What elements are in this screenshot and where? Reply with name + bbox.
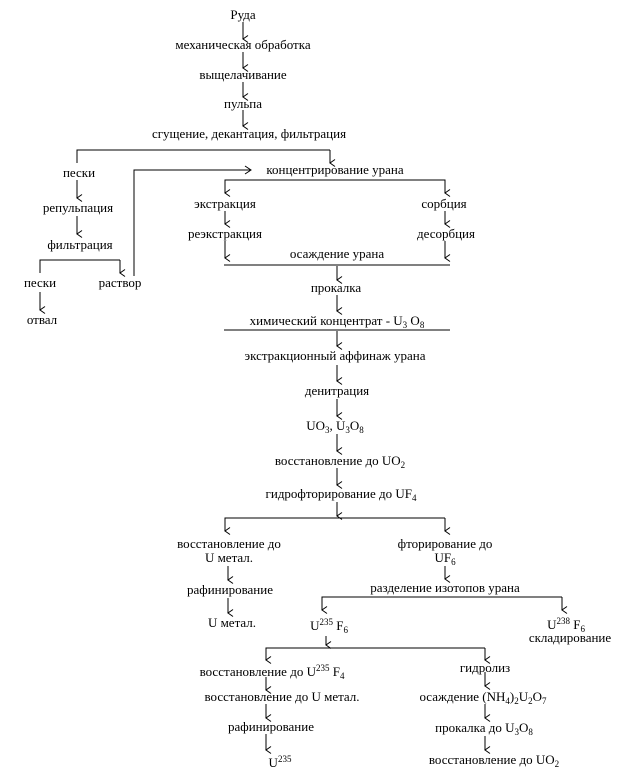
node-waste-dump: отвал <box>26 312 58 327</box>
node-refining-2: рафинирование <box>228 719 314 734</box>
node-sorption: сорбция <box>421 196 467 211</box>
node-ammonium-diuranate-precipitation: осаждение (NH4)2U2O7 <box>419 689 547 706</box>
node-pulp: пульпа <box>223 96 263 111</box>
node-ore: Руда <box>230 7 256 22</box>
node-sands-2: пески <box>23 275 57 290</box>
node-reduction-to-u235-f4: восстановление до U235 F4 <box>199 663 345 681</box>
node-reextraction: реэкстракция <box>188 226 262 241</box>
node-solution: раствор <box>98 275 142 290</box>
node-calcination-to-u3o8: прокалка до U3O8 <box>435 720 533 737</box>
node-storage: складирование <box>528 630 612 645</box>
node-chemical-concentrate: химический концентрат - U3 O8 <box>249 313 425 330</box>
node-extraction: экстракция <box>194 196 256 211</box>
node-leaching: выщелачивание <box>199 67 287 82</box>
node-denitration: денитрация <box>304 383 370 398</box>
node-u238-f6: U238 F6 <box>547 616 585 634</box>
node-isotope-separation: разделение изотопов урана <box>370 580 520 595</box>
node-desorption: десорбция <box>417 226 475 241</box>
node-uranium-metal: U метал. <box>207 615 257 630</box>
node-u235-product: U235 <box>268 754 292 770</box>
node-uo3-u3o8: UO3, U3O8 <box>306 418 364 435</box>
node-mechanical-processing: механическая обработка <box>175 37 311 52</box>
node-extraction-refining: экстракционный аффинаж урана <box>244 348 426 363</box>
node-filtration: фильтрация <box>47 237 113 252</box>
node-uranium-precipitation: осаждение урана <box>289 246 385 261</box>
node-sands: пески <box>62 165 96 180</box>
node-u235-f6: U235 F6 <box>310 617 348 635</box>
node-uranium-concentration: концентрирование урана <box>266 162 404 177</box>
node-reduction-to-uo2-2: восстановление до UO2 <box>428 752 560 769</box>
node-refining: рафинирование <box>187 582 273 597</box>
node-reduction-to-uo2: восстановление до UO2 <box>274 453 406 470</box>
node-reduction-to-metal-2: восстановление до U метал. <box>204 689 360 704</box>
node-calcination: прокалка <box>310 280 362 295</box>
node-hydrolysis: гидролиз <box>459 660 511 675</box>
node-thickening: сгущение, декантация, фильтрация <box>151 126 347 141</box>
node-repulping: репульпация <box>42 200 114 215</box>
node-hydrofluorination: гидрофторирование до UF4 <box>265 486 417 503</box>
